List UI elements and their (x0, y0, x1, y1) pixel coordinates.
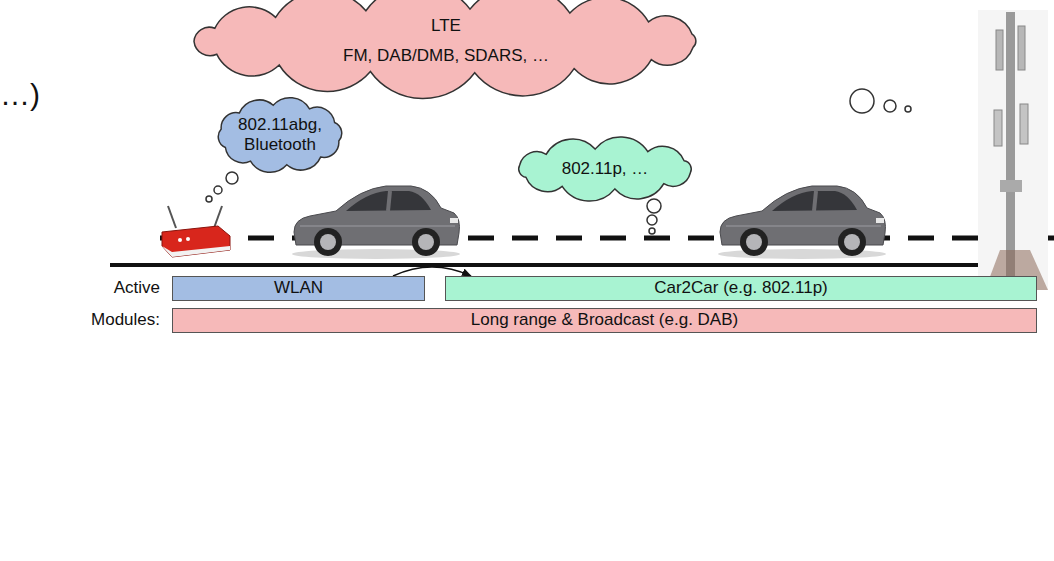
node-text: FM, DAB/DMB, SDARS, … (343, 46, 549, 66)
node-text: 802.11abg, Bluetooth (232, 115, 328, 156)
cut-off-text: …) (0, 78, 40, 112)
row-label: Modules: (91, 310, 160, 330)
node-text: Car2Car (e.g. 802.11p) (654, 278, 828, 298)
cloud-path (519, 137, 692, 201)
node-text: WLAN (274, 278, 323, 298)
node-text: 802.11p, … (562, 159, 649, 179)
node-text: LTE (431, 16, 461, 36)
node-text: Long range & Broadcast (e.g. DAB) (471, 310, 738, 330)
handover-arrow (393, 267, 471, 276)
cloud-node: 802.11abg, Bluetooth (212, 98, 348, 172)
module-bar: Car2Car (e.g. 802.11p) (445, 276, 1037, 301)
cloud-path (218, 98, 341, 173)
module-bar: Long range & Broadcast (e.g. DAB) (172, 308, 1037, 333)
cloud-path (194, 0, 696, 99)
cloud-node: 802.11p, … (510, 142, 700, 196)
row-label: Active (114, 278, 160, 298)
cloud-node: LTE FM, DAB/DMB, SDARS, … (186, 2, 706, 80)
cloud-outline (186, 2, 706, 80)
module-bar: WLAN (172, 276, 425, 301)
